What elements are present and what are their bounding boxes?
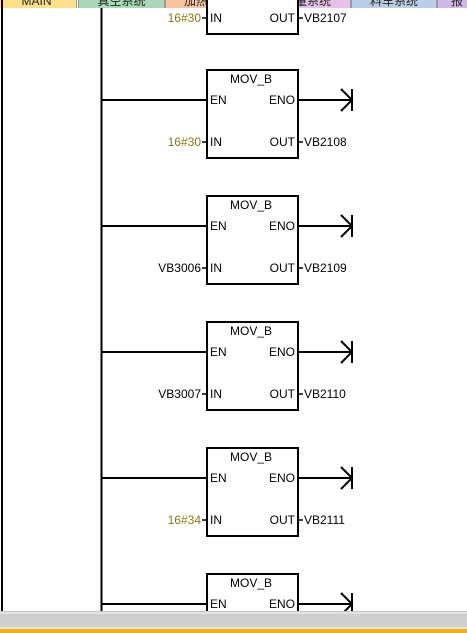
out-operand[interactable]: VB2110: [304, 387, 346, 401]
eno-pin-label: ENO: [269, 471, 295, 485]
program-tab-5[interactable]: 料车系统: [351, 0, 437, 8]
mov-b-rung[interactable]: MOV_BEN ENO IN OUT 16#34 VB2111: [101, 447, 354, 537]
en-pin-label: EN: [210, 471, 227, 485]
mov-b-block[interactable]: [206, 0, 299, 35]
in-pin-label: IN: [210, 513, 222, 527]
out-operand[interactable]: VB2111: [304, 513, 345, 527]
mov-b-rung[interactable]: MOV_BEN ENO IN OUT 16#30 VB2108: [101, 69, 354, 159]
block-title: MOV_B: [230, 324, 272, 338]
in-pin-label: IN: [210, 135, 222, 149]
in-operand[interactable]: VB3007: [158, 387, 201, 401]
en-pin-label: EN: [210, 93, 227, 107]
mov-b-block[interactable]: [206, 321, 299, 411]
in-operand[interactable]: VB3006: [158, 261, 201, 275]
out-pin-label: OUT: [270, 513, 296, 527]
eno-pin-label: ENO: [269, 219, 295, 233]
out-operand[interactable]: VB2109: [304, 261, 347, 275]
eno-pin-label: ENO: [269, 597, 295, 611]
en-pin-label: EN: [210, 597, 227, 611]
block-title: MOV_B: [230, 198, 272, 212]
block-title: MOV_B: [230, 450, 272, 464]
in-pin-label: IN: [210, 387, 222, 401]
in-operand[interactable]: 16#30: [168, 11, 202, 25]
out-pin-label: OUT: [270, 387, 296, 401]
mov-b-block[interactable]: [206, 195, 299, 285]
out-pin-label: OUT: [270, 11, 296, 25]
block-title: MOV_B: [230, 72, 272, 86]
mov-b-block[interactable]: [206, 69, 299, 159]
in-operand[interactable]: 16#34: [168, 513, 202, 527]
mov-b-rung[interactable]: MOV_BEN ENO IN OUT VB3007 VB2110: [101, 321, 354, 411]
eno-pin-label: ENO: [269, 345, 295, 359]
out-pin-label: OUT: [270, 135, 296, 149]
block-title: MOV_B: [230, 576, 272, 590]
mov-b-block[interactable]: [206, 447, 299, 537]
en-pin-label: EN: [210, 219, 227, 233]
program-tab-6[interactable]: 报: [437, 0, 467, 8]
out-operand[interactable]: VB2107: [304, 11, 347, 25]
program-tab-2[interactable]: 真空系统: [78, 0, 165, 8]
horizontal-scrollbar[interactable]: [0, 611, 467, 633]
in-pin-label: IN: [210, 261, 222, 275]
out-pin-label: OUT: [270, 261, 296, 275]
program-tab-1[interactable]: MAIN: [0, 0, 77, 8]
eno-pin-label: ENO: [269, 93, 295, 107]
en-pin-label: EN: [210, 345, 227, 359]
status-strip: [0, 629, 467, 633]
out-operand[interactable]: VB2108: [304, 135, 347, 149]
scrollbar-thumb[interactable]: [0, 614, 467, 627]
mov-b-rung[interactable]: MOV_BEN ENO IN OUT VB3006 VB2109: [101, 195, 354, 285]
in-operand[interactable]: 16#30: [168, 135, 202, 149]
in-pin-label: IN: [210, 11, 222, 25]
